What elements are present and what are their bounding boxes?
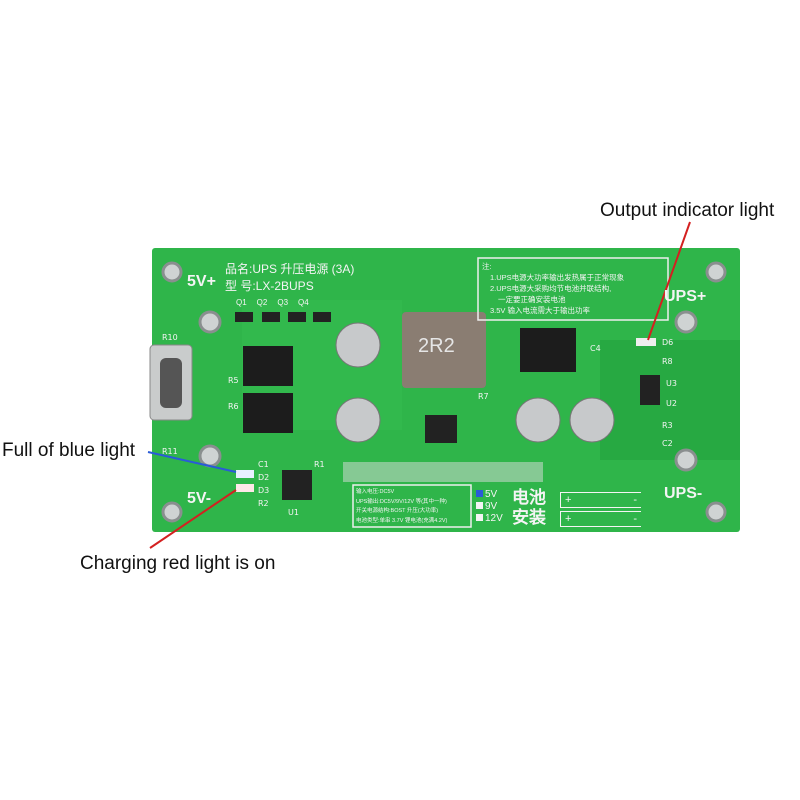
battery-slot-2: +- [560,511,641,527]
voltage-option-12v: 12V [476,513,503,525]
mounting-holes [161,261,727,523]
ref-r8: R8 [662,357,673,366]
battery-label: 电池 [512,488,546,507]
product-name-label: 品名:UPS 升压电源 (3A) [225,262,355,276]
ref-c2: C2 [662,439,673,448]
spec-battery: 电池类型:单串 3.7V 锂电池(充满4.2V) [356,517,448,524]
battery-slot-1: +- [560,492,641,508]
terminal-ups-minus: UPS- [664,485,703,502]
spec-output: UPS输出:DC5V/9V/12V 等(其中一种) [356,498,447,505]
ref-d6: D6 [662,338,674,347]
callout-full-blue-light: Full of blue light [2,440,136,461]
ref-d2: D2 [258,473,270,482]
led-blue [236,470,254,478]
inductor [402,312,486,388]
notes-block: 注: 1.UPS电源大功率输出发热属于正常现象 2.UPS电源大采购均节电池并联… [482,261,624,316]
ref-r10: R10 [162,333,178,342]
callout-output-indicator: Output indicator light [600,200,775,221]
callout-charging-red-light: Charging red light is on [80,553,276,574]
terminal-5v-plus: 5V+ [187,273,216,290]
note-1: 1.UPS电源大功率输出发热属于正常现象 [490,273,625,282]
model-label: 型 号:LX-2BUPS [225,279,314,293]
ref-r3: R3 [662,421,673,430]
spec-input: 输入电压:DC5V [356,489,395,495]
led-red [236,484,254,492]
specs-block: 输入电压:DC5V UPS输出:DC5V/9V/12V 等(其中一种) 开关电源… [356,488,447,526]
led-output [636,338,656,346]
ref-u2: U2 [666,399,677,408]
q4-label: Q4 [298,298,309,307]
voltage-option-5v: 5V [476,489,503,501]
ref-u1: U1 [288,508,299,517]
voltage-option-9v: 9V [476,501,503,513]
ref-r2: R2 [258,499,269,508]
battery-install-label: 电池 安装 [512,488,546,528]
transistor-labels: Q1 Q2 Q3 Q4 [236,298,309,307]
terminal-ups-plus: UPS+ [664,288,707,305]
ref-c1: C1 [258,460,269,469]
terminal-5v-minus: 5V- [187,490,212,507]
ref-u3: U3 [666,379,677,388]
q3-label: Q3 [277,298,289,307]
install-label: 安装 [512,508,546,527]
q2-label: Q2 [256,298,268,307]
capacitors [335,322,615,443]
inductor-label: 2R2 [418,335,455,357]
note-2: 2.UPS电源大采购均节电池并联结构, [490,284,612,293]
q1-label: Q1 [236,298,247,307]
note-title: 注: [482,262,492,271]
ref-d3: D3 [258,486,270,495]
ref-r11: R11 [162,447,178,456]
voltage-options: 5V 9V 12V [476,489,503,525]
ref-r6: R6 [228,402,239,411]
ref-r5: R5 [228,376,239,385]
ref-c4: C4 [590,344,601,353]
note-4: 3.5V 输入电流需大于输出功率 [490,306,591,315]
spec-structure: 开关电源结构:BOST 升压(大功率) [356,508,439,514]
ref-r1: R1 [314,460,325,469]
note-3: 一定要正确安装电池 [498,295,566,304]
ref-r7: R7 [478,392,489,401]
